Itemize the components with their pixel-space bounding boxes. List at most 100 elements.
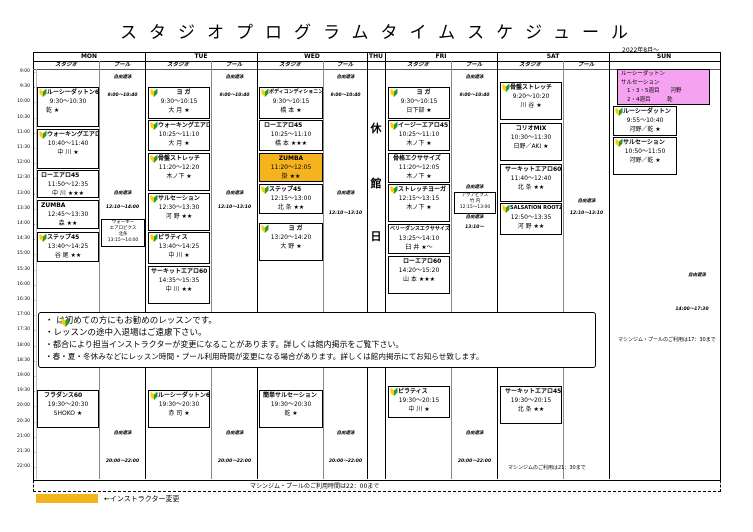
pool-walk-line4: 13:15～14:00 (107, 238, 139, 243)
beginner-icon (150, 194, 158, 203)
time-gridline (34, 148, 37, 149)
lesson-fri-5[interactable]: ベリーダンスエクササイズ 13:25～14:10 臼 井 ★～ (388, 224, 450, 254)
lesson-fri-6[interactable]: ローエアロ60 14:20～15:20 山 本 ★★★ (388, 256, 450, 294)
pool-fri-free-2: 自由遊泳 (465, 185, 484, 190)
lesson-wed-2[interactable]: ローエアロ45 10:25～11:10 橋 本 ★★★ (259, 120, 323, 151)
pool-fri-free-3: 自由遊泳 (465, 215, 484, 220)
lesson-fri-4[interactable]: ストレッチヨーガ 12:15～13:15 木ノ下 ★ (388, 184, 450, 222)
time-label: 15:00 (17, 251, 30, 257)
lesson-name: フラダンス60 (44, 392, 83, 399)
lesson-fri-2[interactable]: イージーエアロ45 10:25～11:10 木ノ下 ★ (388, 120, 450, 151)
beginner-icon (39, 88, 47, 97)
lesson-sat-1[interactable]: 骨盤ストレッチ 9:20～10:20 川 谷 ★ (500, 82, 562, 120)
notice-line-2: ・レッスンの途中入退場はご遠慮下さい。 (45, 327, 207, 338)
pool-fri-aqua-box[interactable]: アクアビクス 竹 内 12:15～13:00 (454, 192, 496, 214)
lesson-name: ルーシーダットン (623, 108, 671, 115)
time-gridline (34, 436, 37, 438)
lesson-instructor: 山 本 ★★★ (403, 276, 435, 283)
lesson-sat-3[interactable]: サーキットエアロ60 11:40～12:40 北 条 ★★ (500, 164, 562, 202)
time-gridline (34, 117, 37, 119)
lesson-name: サーキットエアロ60 (151, 268, 208, 275)
lesson-mon-3[interactable]: ローエアロ45 11:50～12:35 中 川 ★★★ (37, 170, 99, 198)
lesson-sun-2[interactable]: サルセーション 10:50～11:50 河野／乾 ★ (613, 137, 677, 175)
lesson-name: ルーシーダットン60 (158, 392, 209, 399)
lesson-tue-6[interactable]: サーキットエアロ60 14:35～15:35 中 川 ★★ (148, 266, 210, 304)
lesson-name: ローエアロ45 (41, 172, 80, 179)
lesson-name: ボディコンディショニング (269, 89, 322, 95)
day-tue: TUE (194, 53, 208, 60)
pool-sat-time-2: 12:10～13:10 (569, 211, 604, 216)
pool-tue-free-1: 自由遊泳 (225, 75, 244, 80)
sun-notice-line4: 2・4週目 乾 (627, 96, 673, 103)
day-fri: FRI (435, 53, 447, 60)
beginner-icon (39, 130, 47, 139)
lesson-instructor: 中 川 ★★ (165, 286, 193, 293)
lesson-wed-6[interactable]: 簡単サルセーション 19:30～20:30 乾 ★ (259, 390, 323, 428)
lesson-time: 12:50～13:35 (510, 214, 552, 221)
lesson-name: 骨格エクササイズ (393, 155, 441, 162)
lesson-name: ルーシーダットン60 (47, 89, 98, 96)
lesson-wed-3[interactable]: ZUMBA 11:20～12:05 掛 ★★ (259, 153, 323, 182)
time-label: 13:00 (17, 190, 30, 196)
day-wed: WED (304, 53, 320, 60)
lesson-time: 19:30～20:30 (158, 401, 200, 408)
time-gridline (34, 467, 37, 469)
lesson-sat-4[interactable]: SALSATION ROOTZ 12:50～13:35 河 野 ★★ (500, 203, 562, 235)
sat-gym-note: マシンジムのご利用は21：30まで (508, 465, 586, 471)
lesson-tue-2[interactable]: ウォーキングエアロ45 10:25～11:10 大 月 ★ (148, 120, 210, 151)
lesson-name: コリオMIX (515, 125, 547, 132)
lesson-wed-4[interactable]: ステップ45 12:15～13:00 北 条 ★★ (259, 184, 323, 214)
time-gridline (34, 360, 37, 362)
time-label: 18:00 (17, 342, 30, 348)
lesson-tue-1[interactable]: ヨ ガ 9:30～10:15 大 月 ★ (148, 87, 210, 119)
lesson-mon-1[interactable]: ルーシーダットン60 9:30～10:30 乾 ★ (37, 87, 99, 127)
time-gridline (34, 193, 37, 195)
lesson-name: ZUMBA (41, 202, 66, 209)
lesson-instructor: 木ノ下 ★ (406, 204, 432, 211)
lesson-name: ローエアロ60 (403, 258, 442, 265)
lesson-mon-5[interactable]: ステップ45 13:40～14:25 谷 尾 ★★ (37, 232, 99, 262)
lesson-tue-3[interactable]: 骨盤ストレッチ 11:20～12:20 木ノ下 ★ (148, 153, 210, 191)
lesson-time: 19:30～20:30 (270, 401, 312, 408)
lesson-fri-1[interactable]: ヨ ガ 9:30～10:15 日下部 ★ (388, 87, 450, 119)
time-gridline (34, 72, 37, 73)
pool-fri-time-1: 9:00～10:40 (459, 93, 490, 98)
lesson-wed-5[interactable]: ヨ ガ 13:20～14:20 大 野 ★ (259, 223, 323, 261)
lesson-instructor: 橋 本 ★ (280, 107, 302, 114)
lesson-sat-2[interactable]: コリオMIX 10:30～11:30 日野／AKI ★ (500, 123, 562, 161)
lesson-tue-4[interactable]: サルセーション 12:30～13:30 河 野 ★★ (148, 193, 210, 231)
pool-wed-free-eve: 自由遊泳 (336, 431, 355, 436)
time-gridline (34, 300, 37, 301)
time-gridline (34, 102, 37, 104)
lesson-sat-5[interactable]: サーキットエアロ45 19:30～20:15 北 条 ★★ (500, 386, 562, 424)
lesson-instructor: 北 条 ★★ (517, 184, 545, 191)
lesson-mon-4[interactable]: ZUMBA 12:45～13:30 森 ★★ (37, 200, 99, 229)
lesson-wed-1[interactable]: ボディコンディショニング 9:30～10:15 橋 本 ★ (259, 87, 323, 119)
lesson-time: 13:40～14:25 (158, 243, 200, 250)
pool-tue-free-eve: 自由遊泳 (225, 431, 244, 436)
lesson-time: 10:30～11:30 (510, 134, 552, 141)
lesson-time: 12:15～13:00 (270, 195, 312, 202)
lesson-instructor: 中 川 ★★★ (52, 190, 84, 197)
pool-mon-walk-box[interactable]: ウォーキー エアロビクス 北条 13:15～14:00 (101, 219, 145, 247)
time-gridline (34, 315, 37, 317)
pool-wed-time-2: 12:10～13:10 (328, 211, 363, 216)
time-gridline (34, 406, 37, 408)
lesson-time: 9:20～10:20 (512, 93, 550, 100)
lesson-mon-6[interactable]: フラダンス60 19:30～20:30 SHOKO ★ (37, 390, 99, 428)
lesson-tue-7[interactable]: ルーシーダットン60 19:30～20:30 赤 司 ★ (148, 390, 210, 428)
pool-tue-time-2: 12:10～13:10 (217, 205, 252, 210)
time-gridline (34, 421, 37, 423)
lesson-fri-3[interactable]: 骨格エクササイズ 11:20～12:05 木ノ下 ★ (388, 153, 450, 183)
lesson-fri-7[interactable]: ピラティス 19:30～20:15 中 川 ★ (388, 386, 450, 418)
tue-pool-head: プール (225, 62, 243, 68)
lesson-mon-2[interactable]: ウォーキングエアロ60 10:40～11:40 中 川 ★ (37, 129, 99, 169)
lesson-time: 10:40～11:40 (47, 140, 89, 147)
time-gridline (34, 376, 37, 377)
sun-gym-note: マシンジム・プールのご利用は17：30まで (618, 337, 716, 343)
lesson-sun-1[interactable]: ルーシーダットン 9:55～10:40 河野／乾 ★ (613, 106, 677, 136)
lesson-name: ピラティス (398, 388, 428, 395)
lesson-tue-5[interactable]: ピラティス 13:40～14:25 中 川 ★ (148, 232, 210, 264)
pool-walk-line2: エアロビクス (109, 226, 137, 231)
